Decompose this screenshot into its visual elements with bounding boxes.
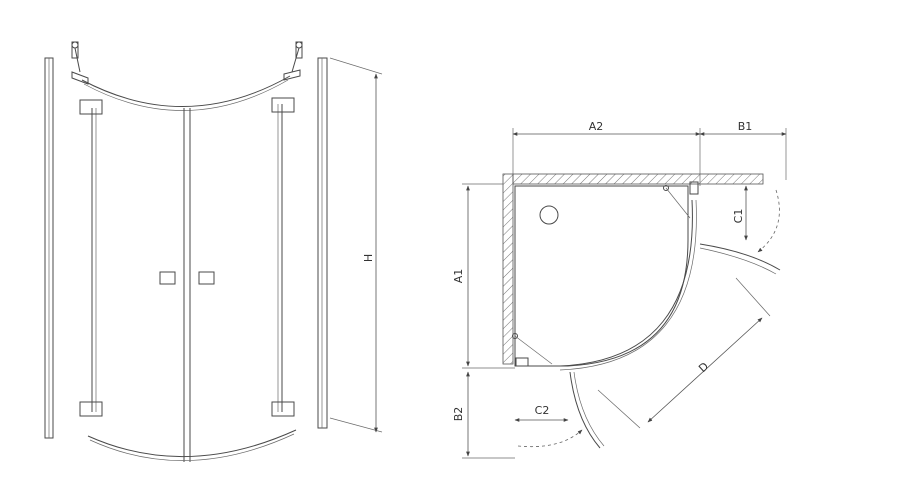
door-open-left	[569, 371, 601, 449]
top-curved-edge	[81, 75, 291, 107]
label-D: D	[696, 360, 711, 375]
hinge-bottom-left	[79, 401, 103, 417]
enclosure-front-view	[44, 41, 328, 462]
label-C1: C1	[732, 209, 745, 224]
dimension-B2: B2	[452, 371, 515, 459]
label-C2: C2	[535, 404, 550, 417]
label-B1: B1	[738, 120, 753, 133]
shower-tray	[514, 185, 689, 367]
glass-curve	[559, 199, 693, 367]
label-H: H	[362, 254, 375, 262]
dimension-A1: A1	[452, 183, 515, 369]
label-A2: A2	[589, 120, 604, 133]
right-wall-profile	[317, 57, 328, 429]
dimension-H: H	[329, 57, 383, 433]
hinge-top-right	[271, 97, 295, 113]
dimension-C1: C1	[732, 185, 780, 253]
hinge-bottom-right	[271, 401, 295, 417]
dimension-C2: C2	[514, 404, 583, 447]
label-B2: B2	[452, 407, 465, 422]
dimension-D: D	[597, 277, 771, 429]
dimension-B1: B1	[699, 120, 787, 180]
bottom-curved-edge	[87, 429, 297, 458]
door-handle-left	[159, 271, 176, 285]
label-A1: A1	[452, 269, 465, 284]
door-open-right	[699, 243, 781, 271]
dimension-A2: A2	[512, 120, 701, 186]
door-handle-right	[198, 271, 215, 285]
drain-icon	[539, 205, 559, 225]
hinge-top-left	[79, 99, 103, 115]
back-wall	[512, 173, 764, 185]
side-wall	[502, 173, 514, 365]
